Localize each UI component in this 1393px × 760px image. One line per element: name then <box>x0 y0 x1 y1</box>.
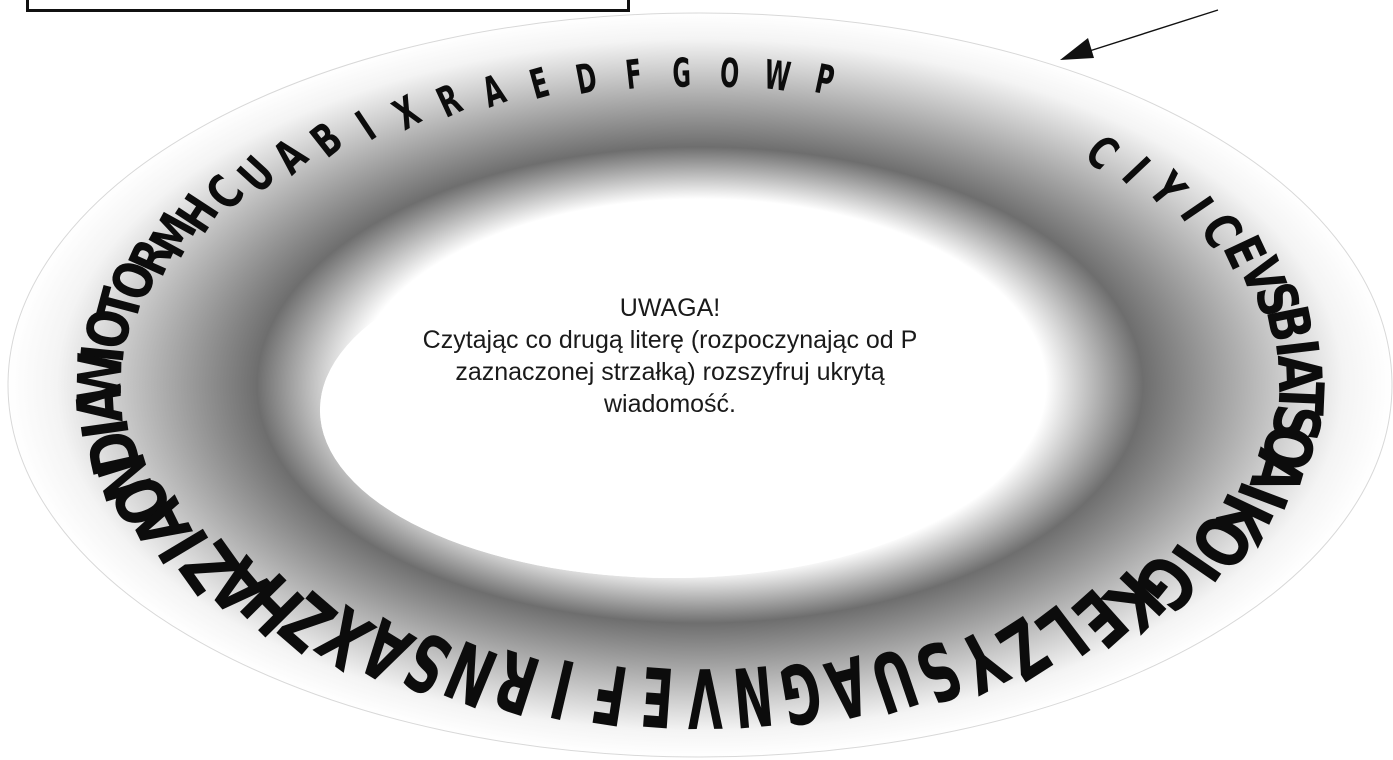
instruction-note: UWAGA! Czytając co drugą literę (rozpocz… <box>330 292 1010 420</box>
ring-letter: T <box>1263 380 1336 417</box>
note-line: zaznaczonej strzałką) rozszyfruj ukrytą <box>455 358 885 386</box>
arrow-icon <box>1060 9 1219 60</box>
note-line: wiadomość. <box>604 390 736 418</box>
ring-hole <box>320 242 1024 578</box>
ring-letter: W <box>64 351 136 406</box>
ring-letter: A <box>1264 353 1336 393</box>
ring-letter: W <box>762 50 794 101</box>
ring-letter: F <box>623 51 644 99</box>
top-frame <box>26 0 630 12</box>
ring-letter: G <box>672 49 692 96</box>
ring-letter: A <box>64 382 138 425</box>
note-line: Czytając co drugą literę (rozpoczynając … <box>422 326 918 354</box>
ring-letter: V <box>687 649 723 745</box>
ring-letter: E <box>638 647 677 745</box>
ring-letter: N <box>729 646 776 745</box>
ring-letter: O <box>719 50 740 98</box>
note-title: UWAGA! <box>619 294 721 322</box>
ring-letter: S <box>1257 400 1335 445</box>
